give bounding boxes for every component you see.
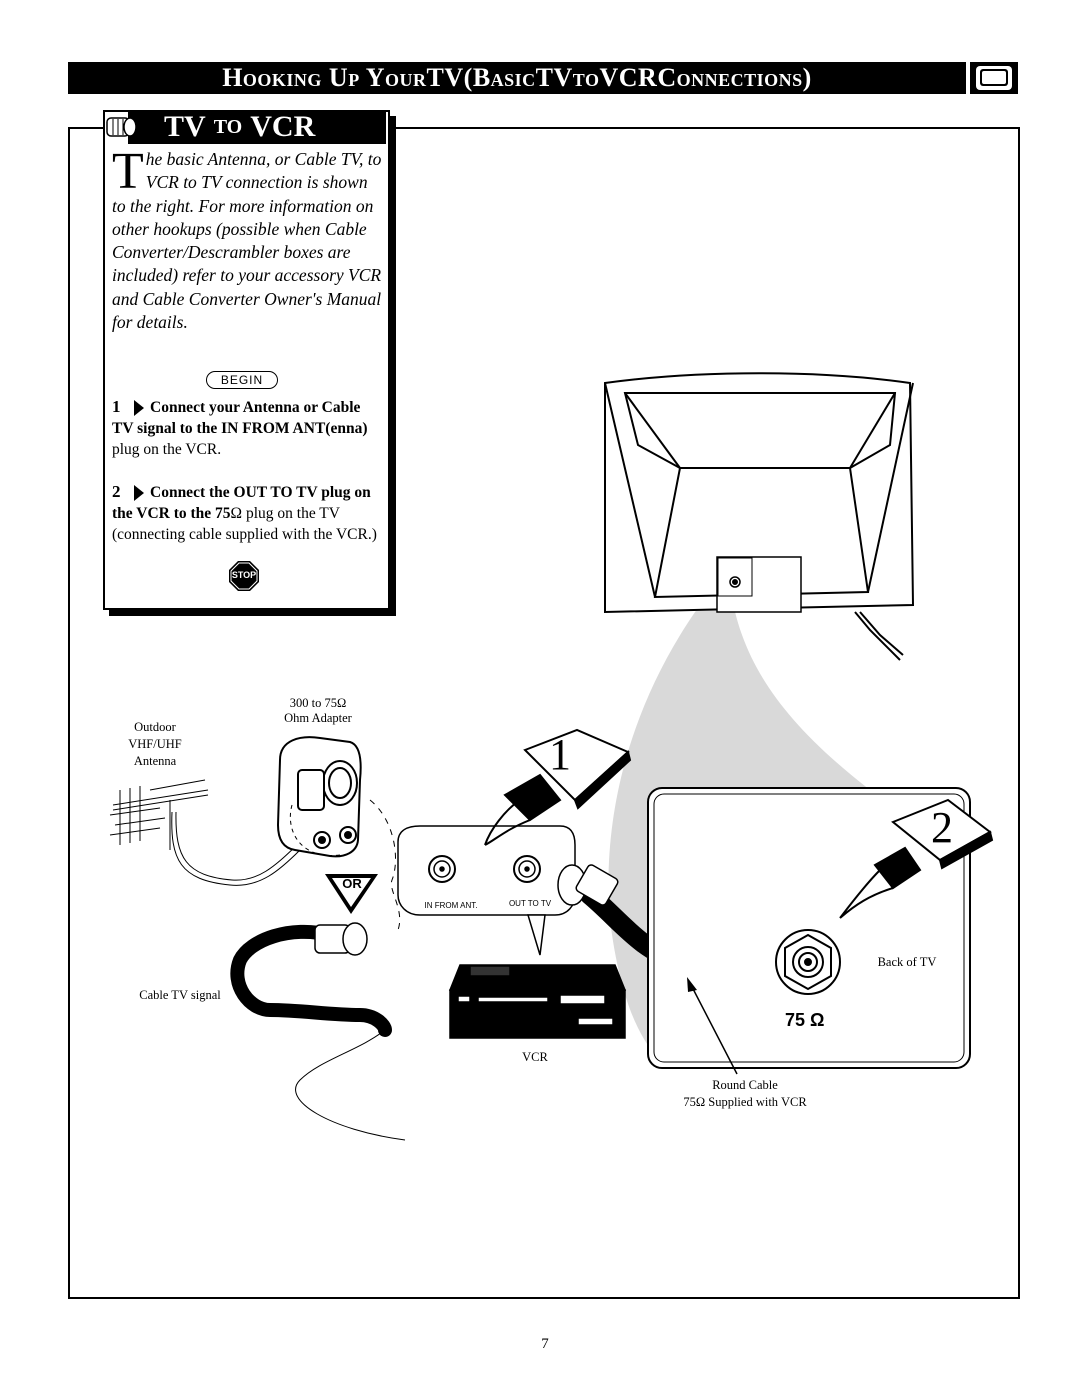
begin-badge: BEGIN	[206, 371, 278, 389]
panel-title-to: TO	[213, 115, 243, 138]
intro-text: he basic Antenna, or Cable TV, to VCR to…	[112, 149, 382, 333]
panel-title: TV TO VCR	[128, 110, 386, 144]
tv-back-illustration	[604, 372, 915, 661]
page-header: Hooking Up Your TV (Basic TV to VCR Conn…	[68, 62, 966, 94]
adapter-label-line1: 300 to 75Ω	[289, 696, 347, 710]
round-cable-pointer-line	[689, 982, 738, 1075]
vcr-label: VCR	[522, 1050, 548, 1064]
step-2-number: 2	[112, 482, 121, 501]
step-1-number: 1	[112, 397, 121, 416]
step-2-rest: plug on the TV (connecting cable supplie…	[112, 505, 377, 543]
cable-connector-vcr-end	[557, 864, 619, 906]
panel-title-vcr: VCR	[250, 110, 316, 143]
ohm-adapter-illustration	[276, 736, 362, 858]
header-title-vcr: VCR	[599, 63, 658, 92]
out-to-tv-label: OUT TO TV	[508, 899, 552, 908]
callout-step-2	[839, 798, 994, 919]
round-cable-label: Round Cable 75Ω Supplied with VCR	[660, 1077, 830, 1111]
coax-connector-icon	[104, 115, 138, 139]
adapter-label: 300 to 75Ω Ohm Adapter	[268, 696, 368, 726]
header-title-part3: Connections)	[657, 63, 812, 92]
vcr-jack-panel	[397, 825, 576, 956]
antenna-label: Outdoor VHF/UHF Antenna	[110, 719, 200, 770]
header-title-part2: (Basic	[463, 63, 536, 92]
step-2-flag-icon	[134, 485, 144, 502]
round-cable-arrowhead	[687, 977, 697, 992]
in-from-ant-label: IN FROM ANT.	[424, 901, 478, 910]
step-1-rest: plug on the VCR.	[112, 441, 222, 458]
antenna-illustration	[109, 779, 301, 886]
antenna-label-line3: Antenna	[133, 754, 177, 768]
ohm-75-label: 75 Ω	[785, 1010, 825, 1030]
callout-1-number: 1	[549, 730, 571, 779]
step-1-bold: Connect your Antenna or Cable TV signal …	[112, 399, 368, 437]
antenna-label-line2: VHF/UHF	[128, 737, 182, 751]
callout-step-1	[484, 728, 632, 846]
dashed-connection-line	[369, 799, 401, 931]
step-2-bold: Connect the OUT TO TV plug on the VCR to…	[112, 484, 371, 522]
or-triangle-icon	[325, 874, 378, 914]
cable-tv-cable	[230, 924, 392, 1037]
intro-dropcap: T	[112, 143, 144, 200]
cable-tv-signal-label: Cable TV signal	[139, 988, 221, 1002]
callout-2-number: 2	[931, 803, 953, 852]
adapter-label-line2: Ohm Adapter	[284, 711, 352, 725]
vcr-illustration	[448, 964, 627, 1039]
cable-connector-left	[314, 922, 368, 956]
back-of-tv-label: Back of TV	[877, 955, 937, 969]
header-title-to: to	[572, 63, 600, 92]
grey-highlight-shape	[608, 585, 870, 1060]
header-title-part1: Hooking Up Your	[222, 63, 427, 92]
stop-sign-text: STOP	[231, 570, 257, 580]
round-cable-label-line1: Round Cable	[712, 1078, 778, 1092]
round-cable-label-line2: 75Ω Supplied with VCR	[683, 1095, 807, 1109]
instruction-panel	[103, 110, 390, 610]
cable-tv-thin-line	[295, 1029, 406, 1141]
header-title-tv2: TV	[535, 63, 573, 92]
stop-sign-icon: STOP	[228, 560, 260, 592]
content-frame	[68, 127, 1020, 1299]
header-title-tv: TV	[426, 63, 464, 92]
panel-title-tv: TV	[164, 110, 206, 143]
antenna-label-line1: Outdoor	[134, 720, 176, 734]
page-number: 7	[541, 1336, 549, 1352]
or-label: OR	[342, 876, 362, 891]
tv-icon	[970, 62, 1018, 94]
step-2-ohm: Ω	[230, 505, 243, 522]
step-1-flag-icon	[134, 400, 144, 417]
